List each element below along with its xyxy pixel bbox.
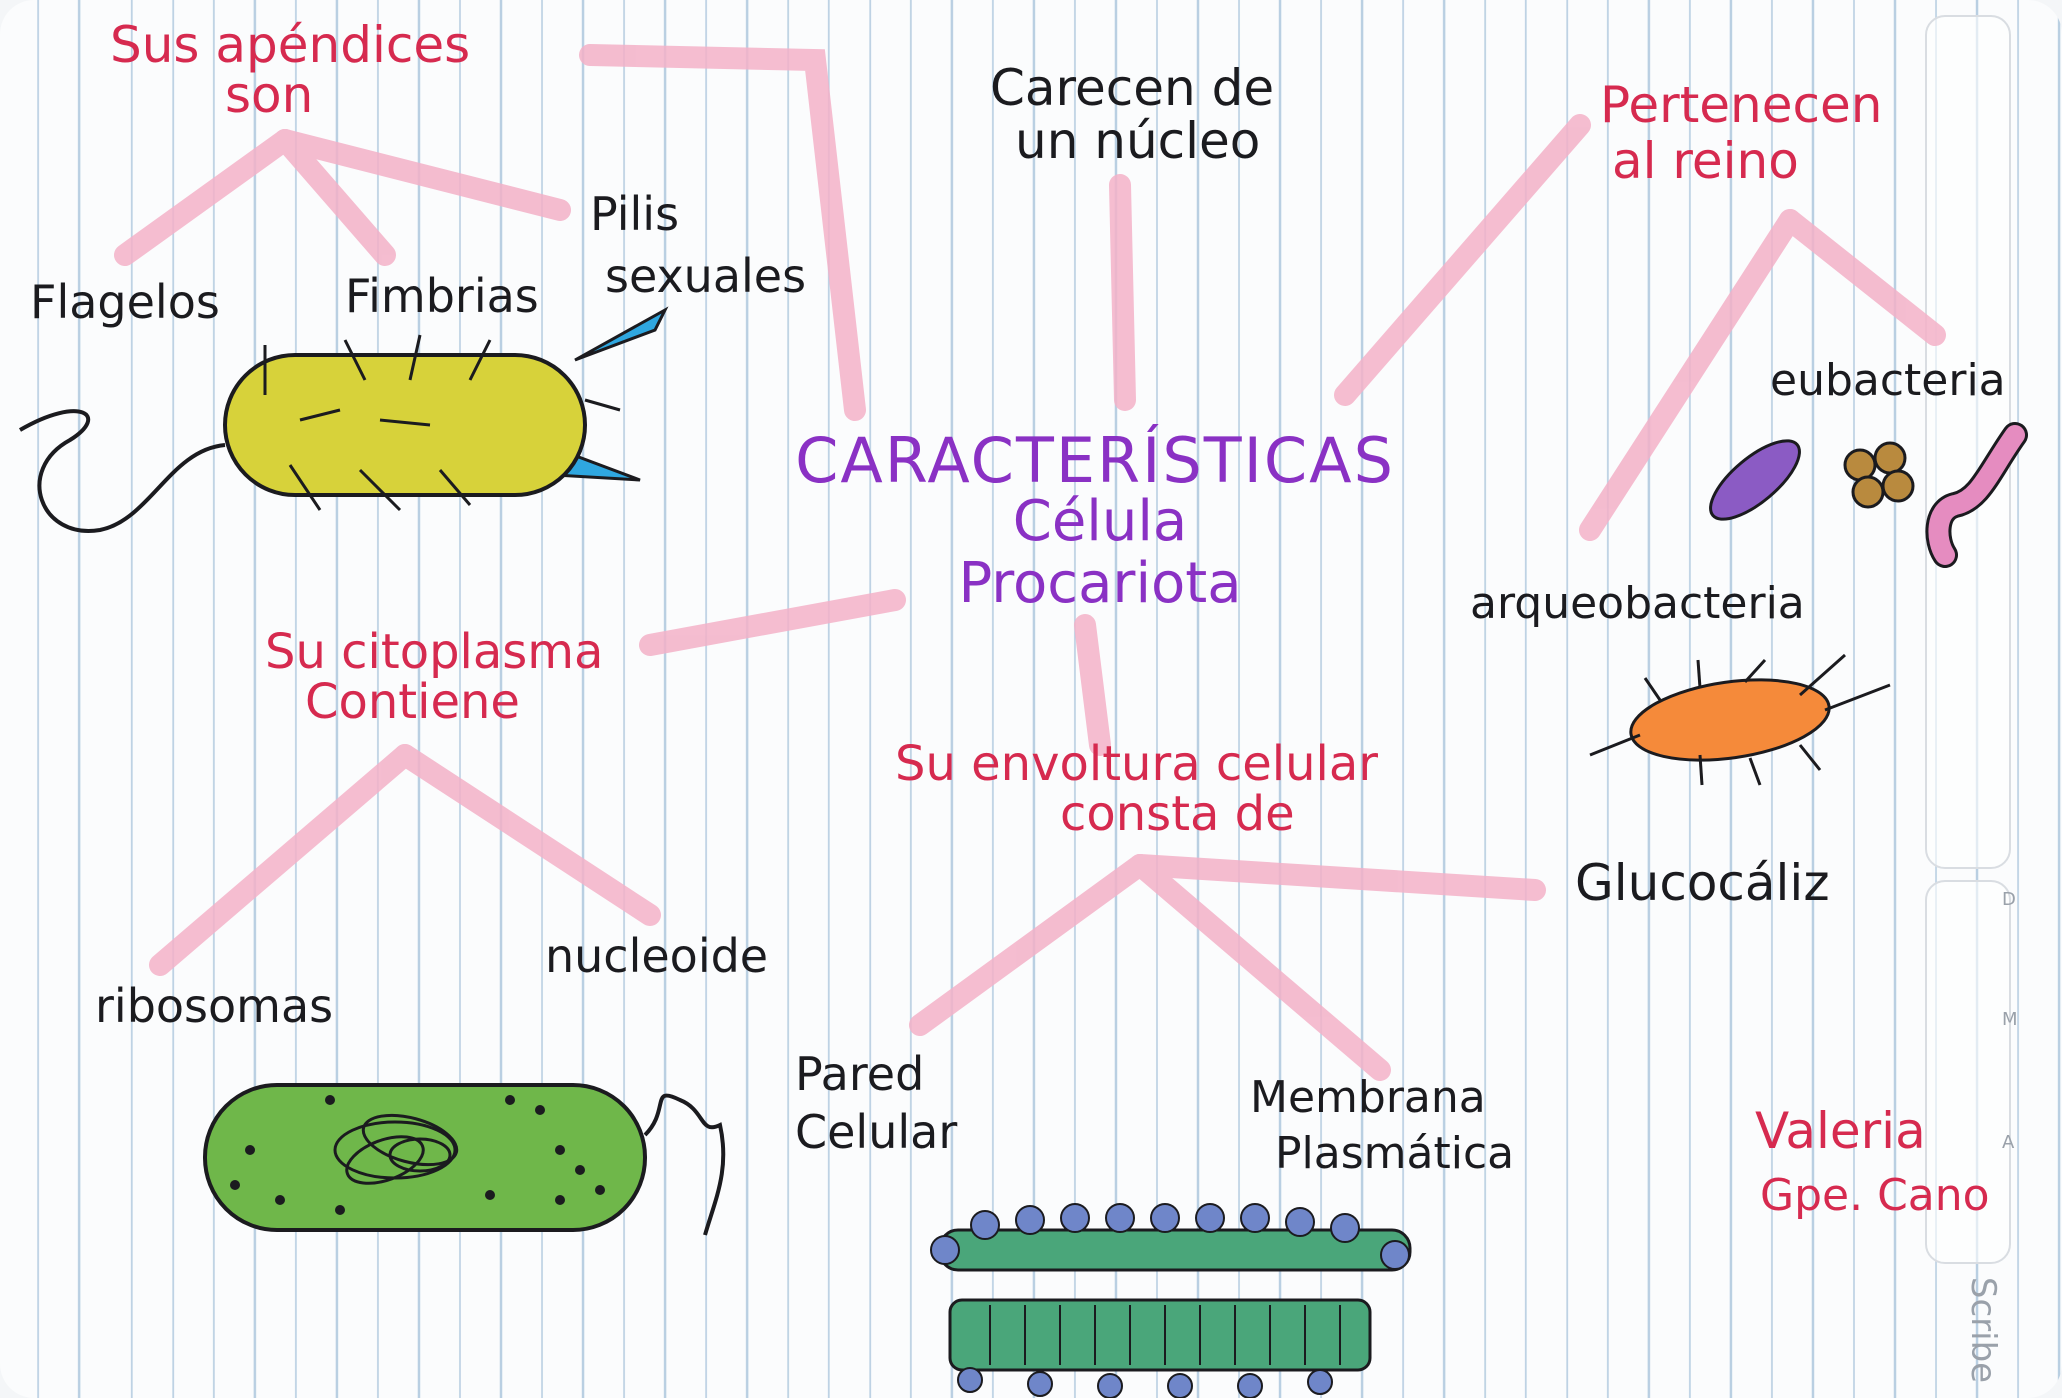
center-line2: Célula (1013, 489, 1187, 554)
connector-center-nucleo (1109, 174, 1136, 411)
item-plasmatica: Plasmática (1275, 1128, 1514, 1179)
nucleo-heading-2: un núcleo (1015, 112, 1260, 170)
brand-logo-text: Scribe (1963, 1277, 2003, 1383)
phospholipid-heads (930, 1203, 1410, 1398)
tab-mark-d: D (2002, 889, 2016, 910)
nucleoid-coil (333, 1113, 459, 1185)
eu-coccus-4 (1881, 469, 1915, 503)
green-cell-flagellum (643, 1093, 726, 1236)
item-ribosomas: ribosomas (95, 979, 333, 1033)
branch-apendices: Sus apéndices son Flagelos Fimbrias Pili… (30, 16, 806, 329)
connector-envoltura-pared (909, 854, 1151, 1036)
citoplasma-heading-2: Contiene (305, 674, 520, 730)
item-pared: Pared (795, 1047, 924, 1101)
eu-coccus-2 (1873, 441, 1907, 475)
apendices-heading-2: son (225, 66, 313, 124)
membrane-illustration (930, 1203, 1412, 1398)
connector-apendices-flagelos (114, 129, 296, 266)
pilus-blue-top (574, 306, 669, 362)
eu-pink-spirillum-fill (1928, 425, 2025, 565)
connector-center-envoltura (1074, 614, 1111, 756)
nucleo-heading-1: Carecen de (990, 59, 1274, 117)
connector-center-reino (1334, 114, 1591, 406)
connector-apendices-fimbrias (274, 129, 396, 266)
branch-nucleo: Carecen de un núcleo (990, 59, 1274, 170)
phospholipid-tails (989, 1305, 1341, 1365)
item-sexuales: sexuales (605, 249, 806, 303)
item-celular: Celular (795, 1105, 957, 1159)
connector-reino-arqueo (1579, 209, 1801, 541)
center-title: CARACTERÍSTICAS (795, 424, 1395, 497)
membrane-bottom-layer (948, 1298, 1372, 1372)
connector-center-citoplasma (639, 589, 906, 656)
item-eubacteria: eubacteria (1770, 355, 2006, 406)
fimbriae (263, 334, 621, 512)
connector-envoltura-glucocaliz (1129, 854, 1546, 901)
cytoplasm-illustration (203, 1083, 726, 1236)
citoplasma-heading-1: Su citoplasma (265, 624, 603, 680)
margin-tab-lower (1925, 880, 2011, 1264)
connector-lines (114, 44, 1946, 1081)
bacterium-appendages-illustration (18, 306, 669, 533)
branch-reino: Pertenecen al reino eubacteria arqueobac… (1470, 76, 2006, 629)
item-pilis: Pilis (590, 187, 679, 241)
item-nucleoide: nucleoide (545, 929, 768, 983)
branch-citoplasma: Su citoplasma Contiene ribosomas nucleoi… (95, 624, 768, 1033)
eubacteria-illustration (1709, 422, 2028, 568)
author-signature: Valeria Gpe. Cano (1755, 1102, 1990, 1221)
connector-center-apendices (579, 44, 866, 421)
arqueobacteria-illustration (1589, 653, 1891, 786)
reino-heading-1: Pertenecen (1600, 76, 1882, 134)
green-cell-body (203, 1083, 647, 1232)
tab-mark-a: A (2002, 1132, 2015, 1153)
item-arqueobacteria: arqueobacteria (1470, 578, 1805, 629)
connector-apendices-pilis (274, 129, 571, 221)
yellow-cell-body (223, 353, 587, 497)
flagellum (18, 409, 226, 533)
reino-heading-2: al reino (1612, 132, 1799, 190)
connector-citoplasma-ribosomas (149, 744, 416, 976)
center-line3: Procariota (958, 551, 1241, 616)
item-membrana: Membrana (1250, 1072, 1486, 1123)
item-fimbrias: Fimbrias (345, 269, 539, 323)
envoltura-heading-2: consta de (1060, 786, 1295, 842)
connector-reino-eubacteria (1779, 209, 1946, 346)
branch-envoltura: Su envoltura celular consta de Glucocáli… (795, 736, 1830, 1179)
arq-orange-cell (1629, 678, 1831, 762)
center-node: CARACTERÍSTICAS Célula Procariota (795, 424, 1395, 616)
eu-coccus-3 (1851, 475, 1885, 509)
author-name-2: Gpe. Cano (1760, 1170, 1990, 1221)
tab-mark-m: M (2002, 1009, 2018, 1030)
connector-envoltura-membrana (1129, 854, 1391, 1081)
item-glucocaliz: Glucocáliz (1575, 854, 1830, 912)
item-flagelos: Flagelos (30, 275, 220, 329)
apendices-heading-1: Sus apéndices (110, 16, 470, 74)
eu-purple-rod (1709, 439, 1801, 521)
ribosome-dots (230, 1095, 605, 1215)
connector-citoplasma-nucleoide (394, 744, 661, 926)
eu-coccus-1 (1843, 448, 1877, 482)
envoltura-heading-1: Su envoltura celular (895, 736, 1378, 792)
author-name-1: Valeria (1755, 1102, 1926, 1160)
